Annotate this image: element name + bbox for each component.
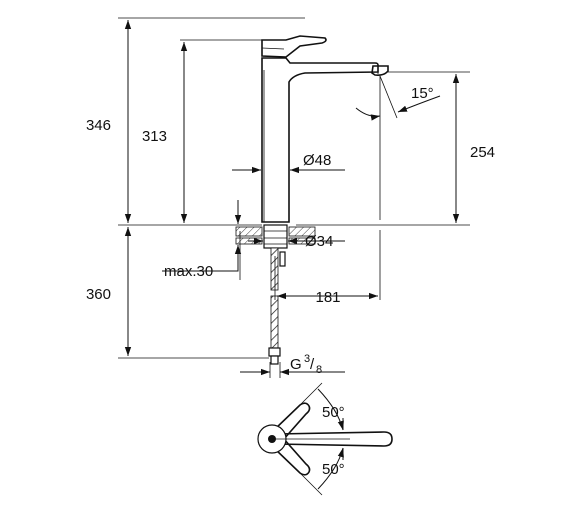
label-lever-angle-bottom: 50° (322, 461, 345, 478)
lever-handle (261, 35, 327, 58)
lever-position-up (272, 402, 311, 442)
label-reach: 181 (315, 289, 340, 306)
lever-position-down (272, 436, 311, 476)
faucet-side-view (261, 35, 389, 223)
label-connection: G 3 / 8 (290, 353, 322, 376)
svg-text:/: / (310, 356, 315, 373)
label-connection-prefix: G (290, 356, 302, 373)
faucet-body (261, 57, 379, 223)
extension-lines (118, 17, 470, 359)
supply-hose (268, 247, 286, 365)
label-total-height: 346 (86, 117, 111, 134)
deck-mount (235, 224, 316, 249)
label-deck-thickness: max.30 (164, 263, 213, 280)
label-lever-angle-top: 50° (322, 404, 345, 421)
label-spout-angle: 15° (411, 85, 434, 102)
faucet-top-view (257, 382, 393, 496)
label-body-diameter: Ø48 (303, 152, 331, 169)
label-connection-num: 3 (304, 353, 310, 365)
aerator (371, 65, 389, 76)
label-hole-diameter: Ø34 (305, 233, 333, 250)
spout-top (275, 431, 393, 447)
label-below-deck: 360 (86, 286, 111, 303)
label-connection-den: 8 (316, 364, 322, 376)
label-body-height: 313 (142, 128, 167, 145)
dimension-lines (124, 20, 460, 378)
label-spout-height: 254 (470, 144, 495, 161)
